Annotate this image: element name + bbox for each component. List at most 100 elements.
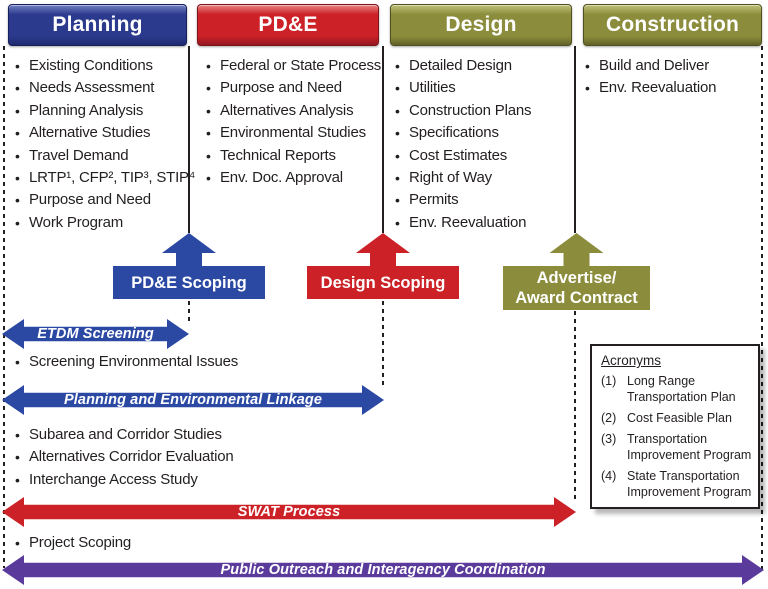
list-item-label: Subarea and Corridor Studies [29,426,222,443]
list-item-label: Construction Plans [409,101,532,119]
milestone-label: Advertise/ Award Contract [503,266,650,310]
list-item: Permits [392,189,572,212]
list-item-label: Federal or State Process [220,57,382,74]
double-arrow-icon [2,555,764,585]
left-boundary-dashed-line [3,46,5,568]
list-item-label: LRTP¹, CFP², TIP³, STIP⁴ [29,169,196,187]
list-item-label: Interchange Access Study [29,470,198,488]
list-item-label: Alternatives Corridor Evaluation [29,448,234,466]
acronym-text: Long Range Transportation Plan [627,374,736,404]
list-item-label: Screening Environmental Issues [29,353,239,370]
milestone-design-scoping: Design Scoping [307,233,459,300]
acronym-text: State Transportation Improvement Program [627,469,752,499]
divider-design-construction [574,46,576,233]
acronym-item: (1) Long Range Transportation Plan [601,373,752,405]
list-item-label: Technical Reports [220,146,336,164]
planning-list: Existing ConditionsNeeds AssessmentPlann… [12,55,195,235]
list-item: Work Program [12,212,188,235]
list-item: Alternatives Corridor Evaluation [12,446,372,469]
milestone-label-line1: Advertise/ [536,269,617,287]
list-item: Construction Plans [392,100,572,123]
list-item-label: Purpose and Need [220,79,342,97]
list-item: Cost Estimates [392,145,572,168]
up-arrow-icon [162,233,216,267]
phase-header-pde: PD&E [197,4,379,46]
milestone-label: Design Scoping [307,266,459,299]
milestone-pde-scoping: PD&E Scoping [113,233,265,300]
list-item: Existing Conditions [12,55,188,78]
list-item-label: Purpose and Need [29,191,151,209]
list-item: Environmental Studies [203,122,381,145]
acronym-item: (4) State Transportation Improvement Pro… [601,468,752,500]
double-arrow-icon [2,385,384,415]
phase-header-planning: Planning [8,4,187,46]
right-boundary-dashed-line [761,46,763,570]
list-item-label: Right of Way [409,169,492,187]
pel-list: Subarea and Corridor StudiesAlternatives… [12,424,372,492]
list-item: Screening Environmental Issues [12,351,372,374]
dashed-line-pde-scoping [188,301,190,321]
list-item: Purpose and Need [12,189,188,212]
acronyms-list: (1) Long Range Transportation Plan (2) C… [601,373,752,500]
span-arrow-etdm-screening: ETDM Screening [2,319,189,349]
list-item: Project Scoping [12,532,372,555]
list-item: Technical Reports [203,145,381,168]
acronym-item: (3) Transportation Improvement Program [601,431,752,463]
list-item: Alternatives Analysis [203,100,381,123]
list-item: Specifications [392,122,572,145]
list-item-label: Permits [409,191,459,209]
dashed-line-advertise [574,311,576,499]
list-item-label: Alternatives Analysis [220,101,354,119]
list-item: Env. Doc. Approval [203,167,381,190]
span-arrow-planning-environmental-linkage: Planning and Environmental Linkage [2,385,384,415]
list-item: Federal or State Process [203,55,382,78]
list-item: Travel Demand [12,145,188,168]
divider-planning-pde [188,46,190,233]
double-arrow-icon [2,497,576,527]
list-item: Build and Deliver [582,55,762,78]
swat-list: Project Scoping [12,532,372,555]
list-item-label: Environmental Studies [220,124,366,142]
list-item: Env. Reevaluation [392,212,572,235]
list-item-label: Needs Assessment [29,79,155,97]
phase-header-design: Design [390,4,572,46]
milestone-label: PD&E Scoping [113,266,265,299]
divider-pde-design [382,46,384,233]
acronyms-box: Acronyms (1) Long Range Transportation P… [590,344,760,509]
milestone-label-line2: Award Contract [515,289,638,307]
list-item: Env. Reevaluation [582,77,762,100]
list-item: Needs Assessment [12,77,188,100]
pde-list: Federal or State ProcessPurpose and Need… [203,55,382,190]
up-arrow-icon [356,233,410,267]
phase-header-construction: Construction [583,4,762,46]
list-item-label: Travel Demand [29,146,129,164]
list-item: Purpose and Need [203,77,381,100]
up-arrow-icon [550,233,604,267]
acronym-number: (1) [601,374,617,388]
list-item: Planning Analysis [12,100,188,123]
list-item: Alternative Studies [12,122,188,145]
list-item: Right of Way [392,167,572,190]
screening-list: Screening Environmental Issues [12,351,372,374]
milestone-advertise-award: Advertise/ Award Contract [503,233,650,310]
acronyms-title: Acronyms [601,353,662,368]
construction-list: Build and DeliverEnv. Reevaluation [582,55,762,100]
list-item-label: Env. Reevaluation [599,79,717,97]
milestone-label-text: Design Scoping [320,273,446,292]
acronym-text: Cost Feasible Plan [627,411,732,425]
list-item: Utilities [392,77,572,100]
acronym-number: (2) [601,411,617,425]
list-item-label: Planning Analysis [29,101,144,119]
list-item-label: Existing Conditions [29,57,153,74]
acronym-number: (3) [601,432,617,446]
acronym-item: (2) Cost Feasible Plan [601,410,752,426]
list-item-label: Cost Estimates [409,146,508,164]
list-item-label: Specifications [409,124,499,142]
milestone-label-text: PD&E Scoping [131,273,247,292]
list-item-label: Env. Doc. Approval [220,169,343,187]
list-item: Subarea and Corridor Studies [12,424,372,447]
list-item: LRTP¹, CFP², TIP³, STIP⁴ [12,167,195,190]
dashed-line-design-scoping [382,301,384,387]
acronym-number: (4) [601,469,617,483]
